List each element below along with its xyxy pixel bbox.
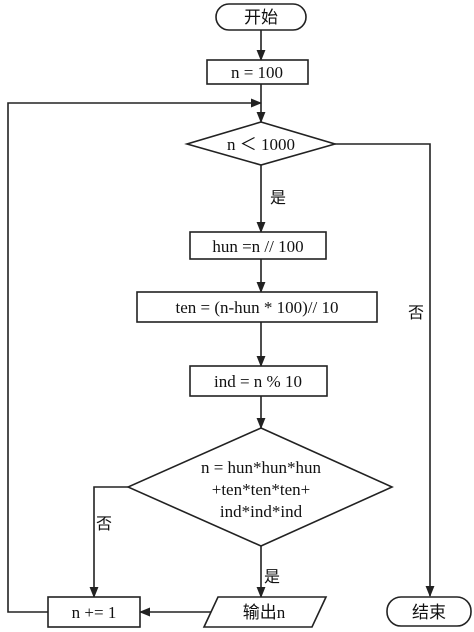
arrow-condition-no (335, 143, 435, 598)
init-label: n = 100 (231, 63, 283, 82)
start-terminal (215, 3, 307, 31)
init-box (206, 59, 309, 85)
hun-label: hun =n // 100 (212, 237, 303, 256)
ten-label: ten = (n-hun * 100)// 10 (175, 298, 338, 317)
arrow-loop-back (7, 98, 263, 613)
check-diamond (126, 427, 394, 547)
start-label: 开始 (244, 8, 278, 27)
ind-label: ind = n % 10 (214, 372, 302, 391)
end-label: 结束 (412, 603, 446, 622)
ind-box (189, 365, 328, 397)
yes-label-condition: 是 (270, 190, 286, 207)
increment-box (47, 596, 141, 628)
hun-box (189, 231, 327, 260)
no-label-check: 否 (96, 516, 112, 533)
condition-label: n ＜ 1000 (227, 135, 295, 154)
increment-label: n += 1 (72, 603, 117, 622)
output-label: 输出n (243, 603, 286, 622)
check-label-line1: n = hun*hun*hun (201, 458, 322, 477)
end-terminal (386, 596, 472, 627)
ten-box (136, 291, 378, 323)
condition-diamond (184, 121, 338, 166)
check-label-line2: +ten*ten*ten+ (212, 480, 310, 499)
no-label-condition: 否 (408, 305, 424, 322)
output-box (202, 596, 328, 628)
yes-label-check: 是 (264, 569, 280, 586)
check-label-line3: ind*ind*ind (220, 502, 303, 521)
arrow-check-no (89, 486, 128, 599)
